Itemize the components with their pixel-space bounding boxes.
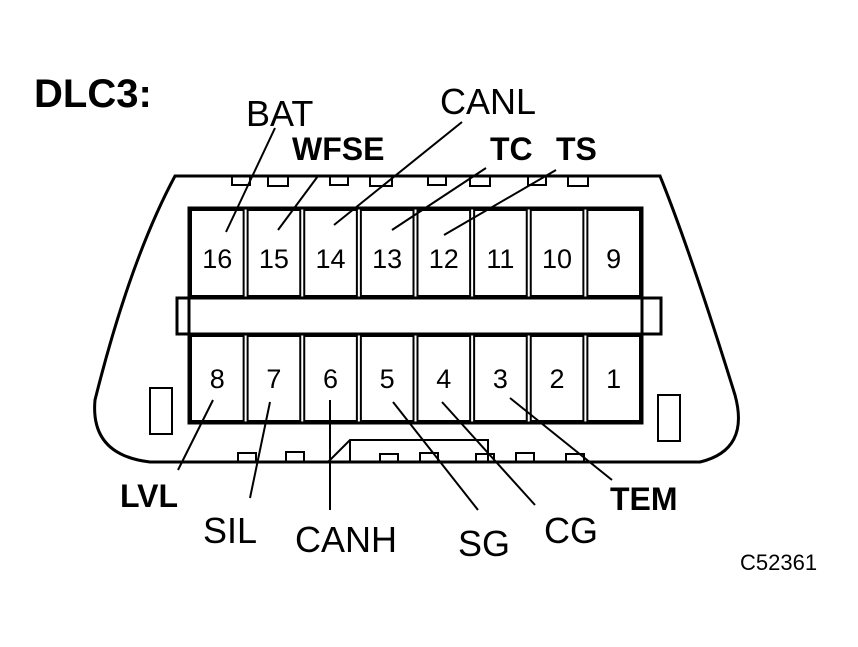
pin-cavity-3: [473, 335, 528, 422]
pin-number-8: 8: [210, 364, 225, 394]
callout-tem: TEM: [610, 481, 678, 517]
pin-number-6: 6: [323, 364, 338, 394]
right-mount-tab: [657, 394, 681, 442]
figure-code: C52361: [740, 550, 817, 575]
callout-sg: SG: [458, 523, 510, 564]
pin-cavity-5: [359, 335, 415, 422]
pin-number-12: 12: [429, 244, 459, 274]
leader-sg: [392, 401, 479, 511]
pin-number-2: 2: [550, 364, 565, 394]
diagram-title: DLC3:: [34, 72, 152, 116]
pin-number-1: 1: [606, 364, 621, 394]
pin-number-10: 10: [542, 244, 572, 274]
leader-wfse: [277, 175, 319, 231]
callout-canl: CANL: [440, 81, 536, 122]
pin-number-14: 14: [316, 244, 346, 274]
callout-wfse: WFSE: [292, 131, 384, 167]
pin-number-13: 13: [372, 244, 402, 274]
pin-number-15: 15: [259, 244, 289, 274]
pin-cavity-16: [190, 209, 245, 297]
pin-cavity-15: [246, 209, 302, 297]
pin-number-11: 11: [486, 244, 514, 274]
leader-sil: [249, 401, 271, 499]
pin-grid: 16 15 14 13 12 11 10 9 8 7 6 5 4 3 2 1: [190, 209, 641, 422]
pin-number-3: 3: [493, 364, 508, 394]
leader-lvl: [177, 399, 214, 471]
pin-number-5: 5: [380, 364, 395, 394]
pin-number-4: 4: [436, 364, 451, 394]
leader-tc: [391, 167, 487, 231]
leader-cg: [441, 401, 536, 506]
pin-cavity-14: [303, 209, 358, 297]
leader-tem: [509, 397, 613, 481]
pin-cavity-1: [586, 335, 641, 422]
pin-cavity-11: [473, 209, 528, 297]
pin-cavity-8: [190, 335, 245, 422]
callout-canh: CANH: [295, 519, 397, 560]
pin-number-16: 16: [202, 244, 232, 274]
callout-ts: TS: [556, 131, 597, 167]
pin-cavity-9: [586, 209, 641, 297]
callout-lvl: LVL: [120, 478, 178, 514]
callout-sil: SIL: [203, 510, 257, 551]
pin-cavity-13: [359, 209, 415, 297]
callout-bat: BAT: [246, 93, 313, 134]
leader-lines: [177, 121, 613, 511]
pin-cavity-4: [416, 335, 472, 422]
callout-tc: TC: [490, 131, 533, 167]
pin-cavity-10: [529, 209, 585, 297]
callout-cg: CG: [544, 510, 598, 551]
connector-housing: [93, 174, 740, 464]
center-separator: [175, 296, 663, 336]
leader-ts: [443, 169, 557, 236]
pin-cavity-7: [246, 335, 302, 422]
pin-number-9: 9: [606, 244, 621, 274]
pin-block: [187, 206, 644, 425]
left-mount-tab: [149, 387, 173, 435]
pin-cavity-2: [529, 335, 585, 422]
leader-bat: [225, 127, 276, 233]
leader-canl: [333, 121, 463, 226]
pin-number-7: 7: [266, 364, 281, 394]
